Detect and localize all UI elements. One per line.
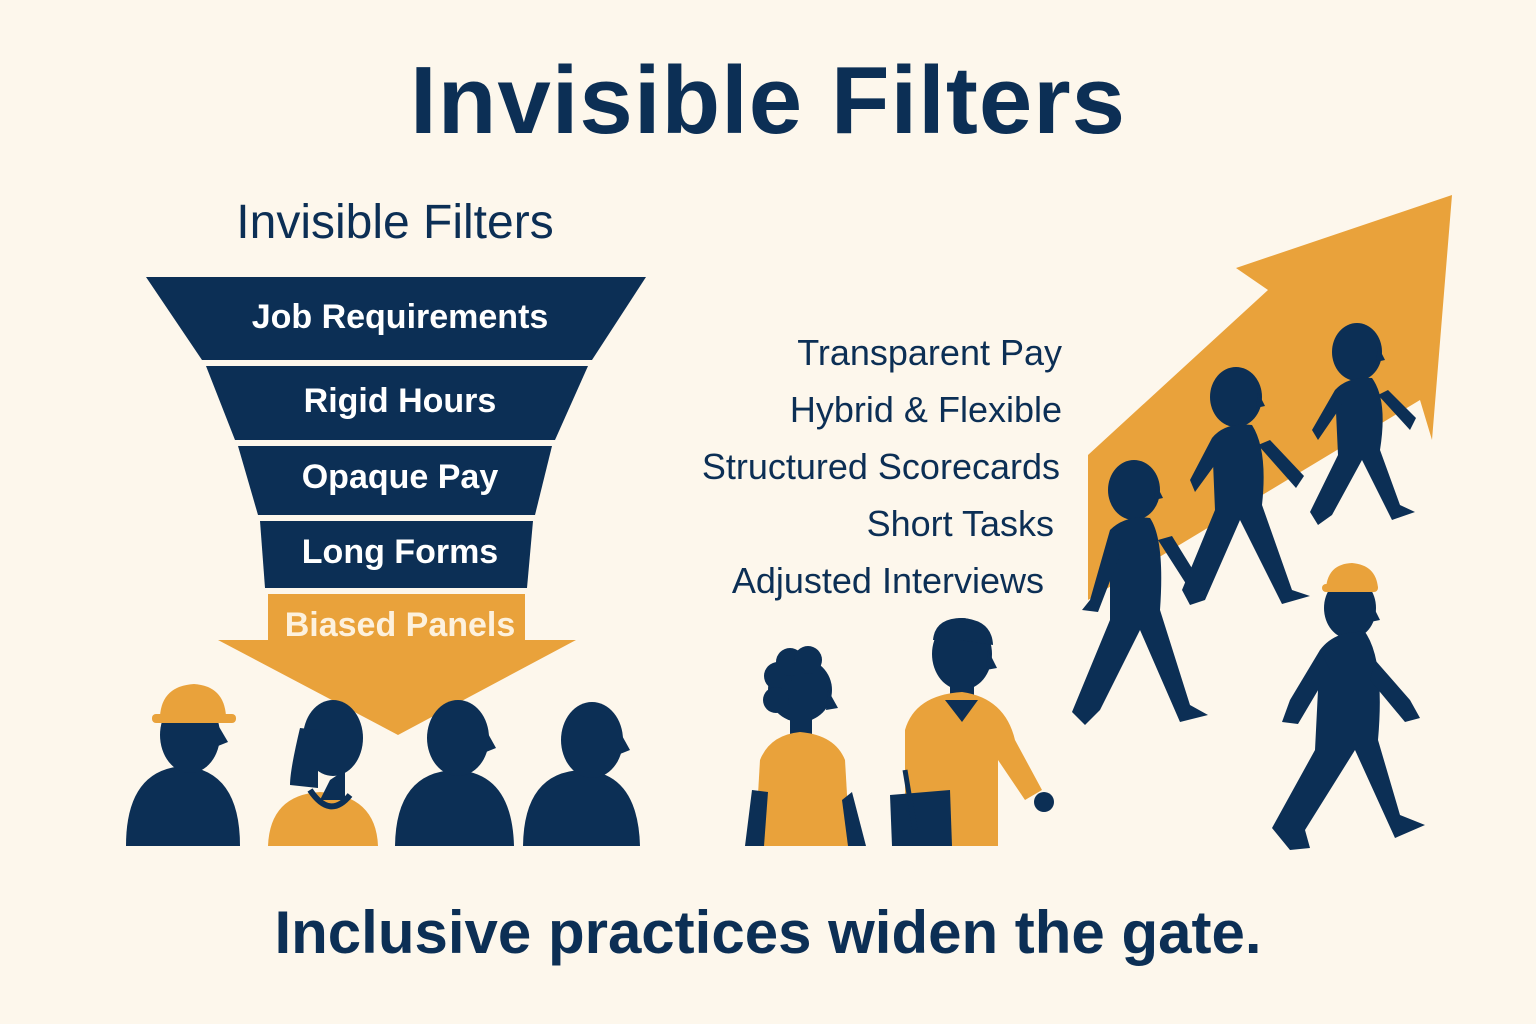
funnel-stage-biased-panels [218,594,576,735]
practice-adjusted-interviews: Adjusted Interviews [731,560,1044,601]
funnel [146,277,646,735]
hardhat-icon [1326,563,1378,588]
person-curly-hair-woman [745,646,866,846]
person-walking-hardhat [1272,563,1425,850]
funnel-stage-opaque-pay [238,446,552,515]
funnel-stage-job-requirements [146,277,646,360]
funnel-label-rigid-hours: Rigid Hours [303,382,497,420]
funnel-stage-rigid-hours [206,366,588,440]
page-title: Invisible Filters [410,47,1126,154]
funnel-label-biased-panels: Biased Panels [284,606,516,644]
funnel-label-job-requirements: Job Requirements [251,298,549,336]
funnel-label-long-forms: Long Forms [301,533,499,571]
person-man-middle [395,700,514,846]
upward-arrow-icon [1088,195,1452,600]
person-walking-3 [1310,323,1416,525]
funnel-label-opaque-pay: Opaque Pay [301,458,499,496]
person-hardhat-left [126,684,240,846]
practice-hybrid-flexible: Hybrid & Flexible [789,389,1062,430]
practice-structured-scorecards: Structured Scorecards [701,446,1060,487]
person-walking-1 [1072,460,1208,725]
folder-icon [890,790,952,846]
person-man-right [523,702,640,846]
funnel-stage-long-forms [260,521,533,588]
practice-transparent-pay: Transparent Pay [797,332,1062,373]
person-woman [268,700,378,846]
person-walking-2 [1182,367,1310,605]
person-man-with-folder [890,618,1054,846]
practice-short-tasks: Short Tasks [866,503,1054,544]
tagline: Inclusive practices widen the gate. [274,899,1262,966]
hardhat-icon [160,684,226,716]
funnel-title: Invisible Filters [236,196,554,249]
